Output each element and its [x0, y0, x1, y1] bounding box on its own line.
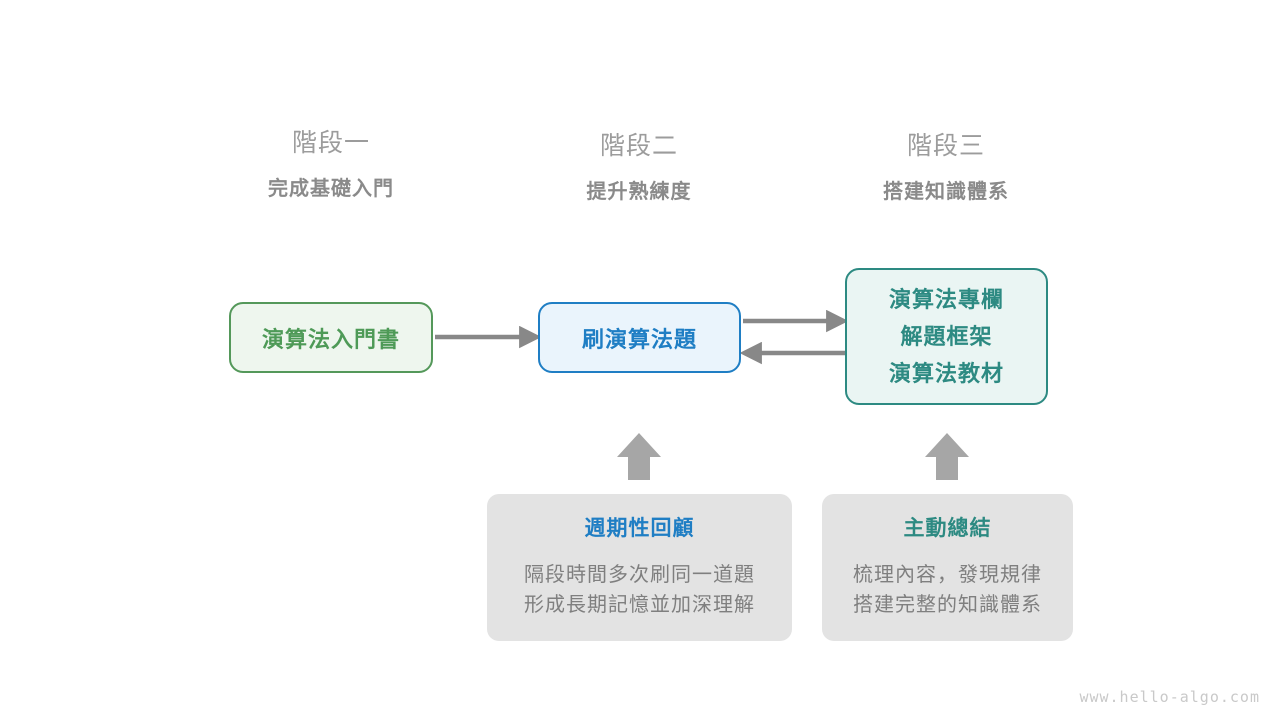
note-body-line: 形成長期記憶並加深理解 [524, 594, 755, 616]
note-body-line: 隔段時間多次刷同一道題 [524, 564, 755, 586]
stage-header-3: 階段三 搭建知識體系 [816, 131, 1076, 205]
note-card-periodic-review-body: 隔段時間多次刷同一道題 形成長期記憶並加深理解 [487, 560, 792, 620]
stage-2-subtitle: 提升熟練度 [586, 181, 692, 203]
node-intro-book-label: 演算法入門書 [261, 326, 400, 352]
site-watermark: www.hello-algo.com [1079, 688, 1260, 706]
node-resources-line-3: 演算法教材 [888, 361, 1004, 386]
node-practice-problems-label: 刷演算法題 [581, 326, 697, 352]
node-resources-line-1: 演算法專欄 [888, 287, 1004, 312]
stage-2-title: 階段二 [599, 132, 678, 160]
note-body-line: 搭建完整的知識體系 [853, 594, 1042, 616]
node-resources-line-2: 解題框架 [900, 324, 993, 349]
node-learning-resources[interactable]: 演算法專欄 解題框架 演算法教材 [845, 268, 1048, 405]
stage-header-2: 階段二 提升熟練度 [509, 131, 769, 205]
node-intro-book[interactable]: 演算法入門書 [229, 302, 433, 373]
arrow-summary-to-resources [925, 433, 969, 480]
node-practice-problems[interactable]: 刷演算法題 [538, 302, 741, 373]
stage-1-subtitle: 完成基礎入門 [268, 178, 394, 200]
arrow-review-to-practice [617, 433, 661, 480]
note-body-line: 梳理內容，發現規律 [853, 564, 1042, 586]
note-card-active-summary-body: 梳理內容，發現規律 搭建完整的知識體系 [822, 560, 1073, 620]
note-card-periodic-review[interactable]: 週期性回顧 隔段時間多次刷同一道題 形成長期記憶並加深理解 [487, 494, 792, 641]
note-card-active-summary-title: 主動總結 [903, 517, 992, 540]
note-card-periodic-review-title: 週期性回顧 [584, 517, 695, 540]
note-card-active-summary[interactable]: 主動總結 梳理內容，發現規律 搭建完整的知識體系 [822, 494, 1073, 641]
stage-3-title: 階段三 [906, 132, 985, 160]
stage-header-1: 階段一 完成基礎入門 [201, 128, 461, 202]
stage-3-subtitle: 搭建知識體系 [883, 181, 1009, 203]
stage-1-title: 階段一 [291, 129, 370, 157]
